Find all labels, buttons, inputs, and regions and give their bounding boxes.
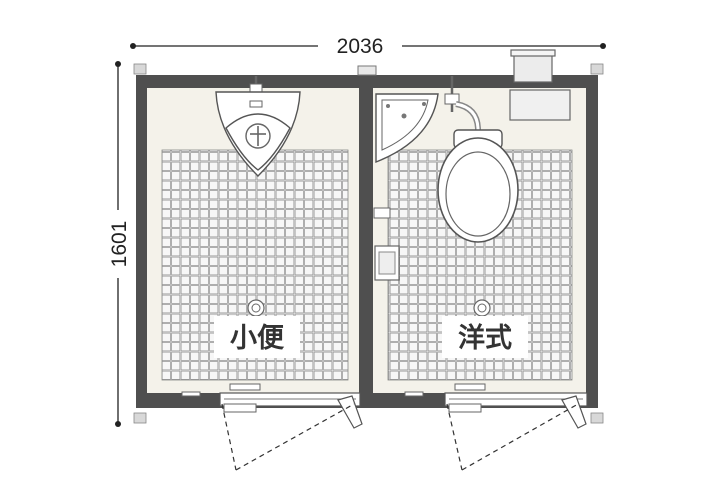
paper-holder <box>374 245 400 281</box>
width-dimension: 2036 <box>130 35 606 58</box>
corner-posts <box>133 63 604 424</box>
height-dimension: 1601 <box>108 61 131 427</box>
wall-cabinet <box>509 89 571 121</box>
room-label-western: 洋式 <box>442 316 528 358</box>
floor-drain-right <box>473 299 491 317</box>
door-right <box>404 383 588 471</box>
floor-drain-left <box>247 299 265 317</box>
room-label-urinal-text: 小便 <box>230 323 285 354</box>
room-label-urinal: 小便 <box>214 316 300 358</box>
room-label-western-text: 洋式 <box>458 322 512 354</box>
height-dimension-label: 1601 <box>108 221 131 268</box>
roof-vent-left <box>357 65 377 76</box>
faucet-pipe <box>444 76 481 131</box>
door-left <box>181 383 363 471</box>
urinal <box>215 76 301 177</box>
width-dimension-label: 2036 <box>337 35 384 58</box>
western-toilet <box>437 129 519 243</box>
towel-hook <box>373 207 391 219</box>
roof-vent-right <box>510 49 556 83</box>
hand-sink <box>375 93 439 164</box>
